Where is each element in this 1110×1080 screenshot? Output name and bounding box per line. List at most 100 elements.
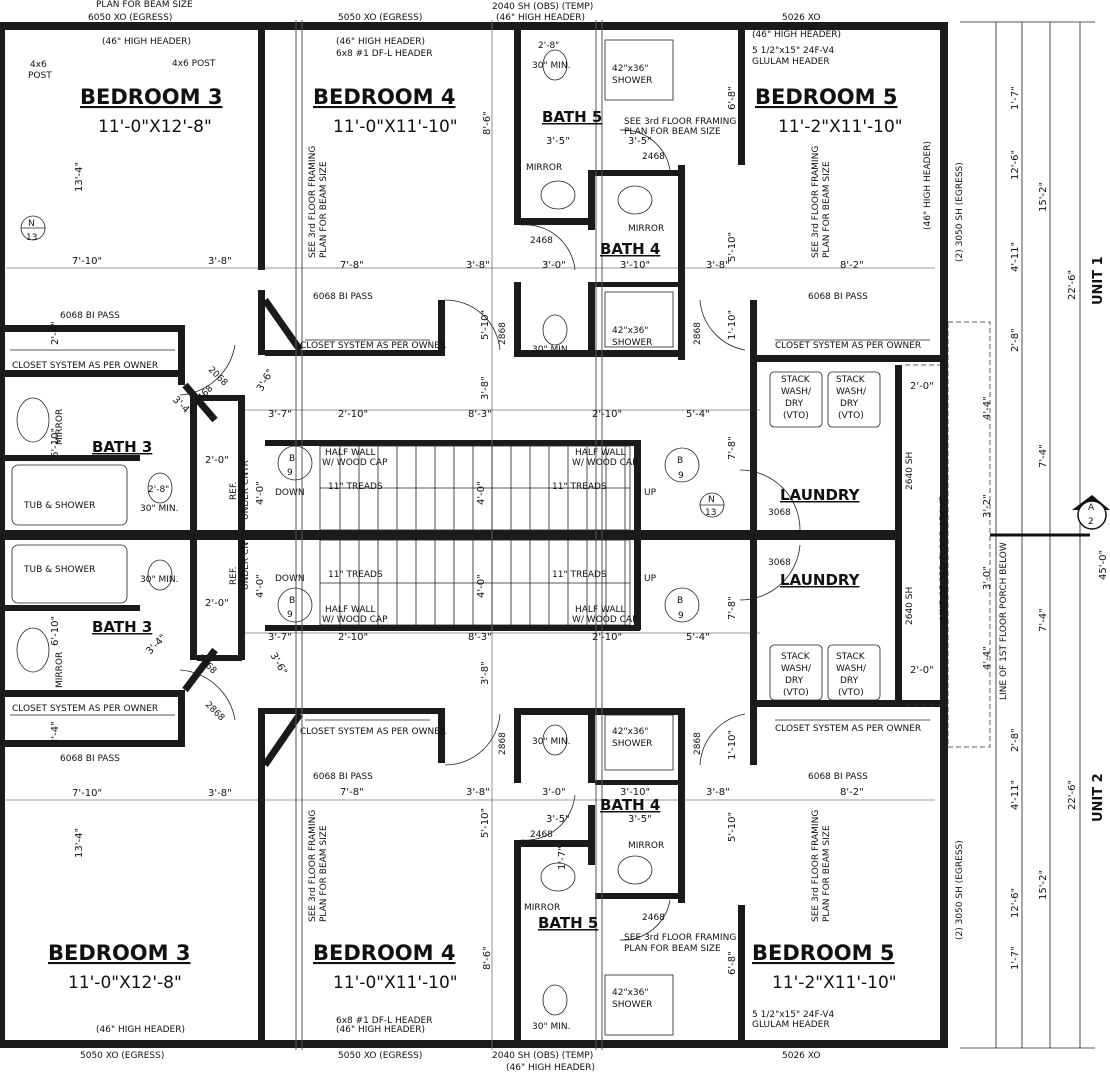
tag-label: 2 (1088, 517, 1094, 527)
room-label: BEDROOM 3 (80, 85, 222, 109)
room-label: BEDROOM 4 (313, 941, 455, 965)
door-label: 2868 (498, 732, 508, 755)
dim-label: 22'-6" (1067, 780, 1078, 810)
note: POST (28, 71, 52, 81)
window-label: 5026 XO (782, 13, 820, 23)
note: 2'-8" (148, 485, 169, 495)
tag-label: 9 (287, 468, 293, 478)
note: 30" MIN. (532, 61, 570, 71)
room-size: 11'-0"X12'-8" (98, 117, 212, 137)
door-label: 3068 (768, 508, 791, 518)
note: CLOSET SYSTEM AS PER OWNER (12, 704, 158, 714)
dim-label: 3'-10" (620, 787, 650, 798)
note: (46" HIGH HEADER) (752, 30, 841, 40)
note: (46" HIGH HEADER) (923, 141, 933, 230)
dim-label: 5'-10" (480, 310, 491, 340)
dim-label: 1'-10" (727, 310, 738, 340)
tag-label: B (289, 596, 295, 606)
dim-label: 3'-8" (466, 787, 490, 798)
room-label: BEDROOM 5 (752, 941, 894, 965)
right-dims (960, 21, 1110, 1049)
note: UP (644, 488, 657, 498)
note: W/ WOOD CAP (322, 615, 388, 625)
note: 5 1/2"x15" 24F-V4 (752, 1010, 834, 1020)
note: MIRROR (628, 224, 664, 234)
note: SEE 3rd FLOOR FRAMING (308, 146, 318, 258)
dimensions: 13'-4" 13'-4" 7'-10" 7'-10" 3'-8" 3'-8" … (50, 86, 1109, 975)
note: (VTO) (838, 411, 864, 421)
dim-label: 3'-4" (144, 633, 169, 658)
dim-label: 5'-4" (686, 632, 710, 643)
note: STACK (781, 375, 811, 385)
note: 30" MIN. (532, 737, 570, 747)
dim-label: 6'-10" (50, 428, 61, 458)
door-swings (179, 129, 801, 941)
dim-label: 3'-5" (628, 136, 652, 147)
dim-label: 6'-8" (727, 86, 738, 110)
dim-label: 22'-6" (1067, 270, 1078, 300)
dim-label: 3'-8" (208, 256, 232, 267)
note: SHOWER (612, 1000, 652, 1010)
note: PLAN FOR BEAM SIZE (96, 0, 193, 10)
note: 11" TREADS (328, 570, 383, 580)
dim-label: 6'-10" (50, 616, 61, 646)
note: GLULAM HEADER (752, 57, 830, 67)
walls (0, 22, 948, 1048)
note: SHOWER (612, 338, 652, 348)
window-label: 2040 SH (OBS) (TEMP) (492, 1051, 593, 1061)
note: HALF WALL (325, 448, 376, 458)
window-label: (2) 3050 SH (EGRESS) (955, 840, 965, 940)
dim-label: 2'-10" (592, 632, 622, 643)
tag-label: 13 (705, 508, 716, 518)
note: TUB & SHOWER (23, 565, 95, 575)
tag-label: 9 (287, 610, 293, 620)
room-label: BEDROOM 4 (313, 85, 455, 109)
dim-label: 15'-2" (1038, 870, 1049, 900)
door-label: 2468 (530, 830, 553, 840)
dim-label: 3'-10" (620, 260, 650, 271)
note: WASH/ (781, 387, 812, 397)
note: MIRROR (55, 409, 65, 445)
dim-label: 7'-8" (727, 436, 738, 460)
dim-label: 1'-7" (1010, 86, 1021, 110)
note: 2'-8" (538, 41, 559, 51)
dim-label: 8'-3" (468, 632, 492, 643)
dim-label: 3'-8" (706, 260, 730, 271)
room-label: BATH 4 (600, 796, 660, 814)
dim-label: 4'-0" (476, 481, 487, 505)
window-label: (2) 3050 SH (EGRESS) (955, 162, 965, 262)
dim-label: 3'-8" (480, 376, 491, 400)
dim-label: 4'-11" (1010, 780, 1021, 810)
note: SEE 3rd FLOOR FRAMING (624, 933, 736, 943)
dim-label: 2'-8" (1010, 728, 1021, 752)
tag-label: 9 (678, 611, 684, 621)
tag-label: B (677, 596, 683, 606)
dim-label: 2'-0" (205, 598, 229, 609)
dim-label: 12'-6" (1010, 888, 1021, 918)
dim-label: 2'-0" (910, 381, 934, 392)
door-label: 2868 (693, 732, 703, 755)
dim-label: 2'-10" (592, 409, 622, 420)
fixtures (10, 39, 930, 1036)
door-label: 2868 (693, 322, 703, 345)
note: HALF WALL (325, 605, 376, 615)
tag-label: B (677, 456, 683, 466)
note: 6x8 #1 DF-L HEADER (336, 1016, 432, 1026)
dim-label: 7'-8" (340, 787, 364, 798)
door-label: 2468 (642, 913, 665, 923)
room-label: BATH 3 (92, 438, 152, 456)
dim-label: 7'-8" (340, 260, 364, 271)
room-label: BATH 5 (538, 914, 598, 932)
note: SEE 3rd FLOOR FRAMING (811, 810, 821, 922)
note: 30" MIN. (140, 504, 178, 514)
stairs (319, 445, 631, 626)
dim-label: 5'-10" (727, 812, 738, 842)
note: (VTO) (783, 411, 809, 421)
dim-label: 2'-0" (205, 455, 229, 466)
note: PLAN FOR BEAM SIZE (319, 825, 329, 922)
note: MIRROR (55, 652, 65, 688)
note: 6068 BI PASS (313, 292, 373, 302)
note: SEE 3rd FLOOR FRAMING (624, 117, 736, 127)
note: HALF WALL (575, 605, 626, 615)
note: 42"x36" (612, 326, 649, 336)
